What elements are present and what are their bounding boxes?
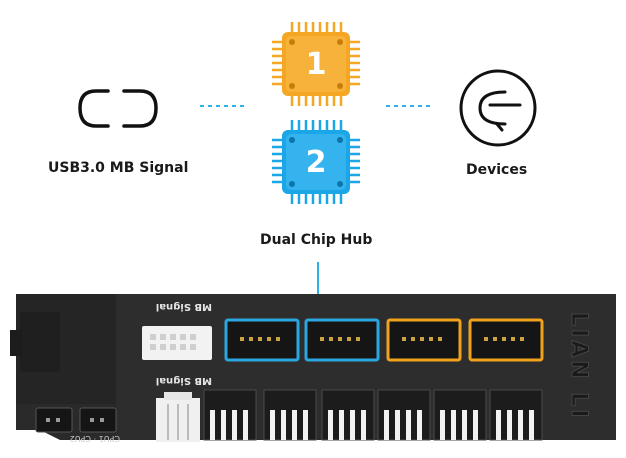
chip-1-number: 1 — [306, 47, 327, 82]
board-signal-label-bottom: MB Signal — [156, 375, 212, 386]
hub-board: MB Signal MB Signal CPU1 · CPU2 LIAN LI — [10, 294, 616, 443]
device-connector-icon — [459, 69, 537, 147]
hub-label: Dual Chip Hub — [260, 232, 373, 248]
chip-1-icon: 1 — [272, 22, 360, 106]
board-signal-label-top: MB Signal — [156, 301, 212, 312]
chip-2-icon: 2 — [272, 120, 360, 204]
usb-port-icon — [78, 89, 158, 128]
devices-label: Devices — [466, 162, 528, 178]
usb-label: USB3.0 MB Signal — [48, 160, 189, 176]
board-cpu-label: CPU1 · CPU2 — [70, 434, 120, 443]
chip-2-number: 2 — [306, 145, 327, 180]
brand-logo: LIAN LI — [566, 312, 591, 421]
